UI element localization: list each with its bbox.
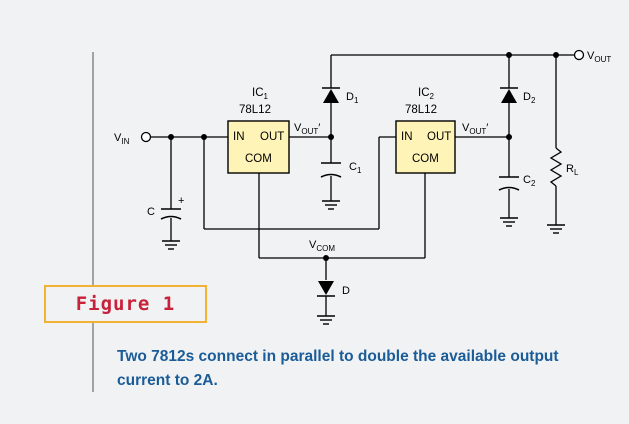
ic2-pin-in: IN (401, 131, 413, 143)
ground-symbol (162, 240, 180, 250)
junction-dot (328, 134, 334, 140)
vout-terminal (573, 49, 585, 61)
figure-label-box: Figure 1 (44, 285, 207, 323)
ic2-regulator: IN OUT COM (395, 120, 456, 174)
capacitor-c-in (160, 208, 182, 220)
c-in-plus-label: + (178, 195, 184, 207)
vin-label: VIN (114, 132, 130, 146)
ground-symbols (162, 200, 565, 325)
d-label: D (342, 285, 350, 297)
diode-d2 (500, 87, 518, 103)
ground-symbol (317, 315, 335, 325)
vout-prime-1-label: VOUT′ (294, 122, 320, 136)
d1-label: D1 (346, 91, 359, 105)
figure-label: Figure 1 (75, 293, 176, 315)
c-in-label: C (147, 206, 155, 218)
ic2-pin-out: OUT (427, 131, 451, 143)
ic1-regulator: IN OUT COM (227, 120, 290, 174)
capacitor-c1 (320, 162, 342, 178)
junction-dot (323, 255, 329, 261)
vin-terminal (140, 131, 152, 143)
resistor-rl (549, 147, 563, 187)
ic2-part: 78L12 (405, 104, 437, 116)
figure-caption: Two 7812s connect in parallel to double … (117, 348, 559, 389)
capacitor-c2 (498, 176, 520, 191)
ic1-pin-out: OUT (260, 131, 284, 143)
junction-dot (506, 134, 512, 140)
diode-d1 (322, 87, 340, 103)
ic1-pin-in: IN (233, 131, 245, 143)
junction-dot (506, 52, 512, 58)
ic2-pin-com: COM (412, 153, 439, 165)
junction-dots (168, 52, 559, 261)
c2-label: C2 (523, 174, 536, 188)
ic2-name: IC2 (418, 87, 435, 101)
ground-symbol (322, 200, 340, 210)
wires (150, 54, 574, 316)
ground-symbol (500, 217, 518, 227)
ic1-body (227, 120, 290, 174)
rl-label: RL (566, 163, 579, 177)
ic2-body (395, 120, 456, 174)
junction-dot (201, 134, 207, 140)
diode-d (317, 281, 335, 297)
ic1-name: IC1 (252, 87, 269, 101)
vout-prime-2-label: VOUT′ (462, 122, 488, 136)
vout-label: VOUT (587, 50, 611, 64)
vcom-label: VCOM (309, 239, 335, 253)
junction-dot (553, 52, 559, 58)
ic1-part: 78L12 (239, 104, 271, 116)
ic1-pin-com: COM (245, 153, 272, 165)
junction-dot (168, 134, 174, 140)
ground-symbol (547, 224, 565, 234)
d2-label: D2 (523, 91, 536, 105)
c1-label: C1 (349, 161, 362, 175)
